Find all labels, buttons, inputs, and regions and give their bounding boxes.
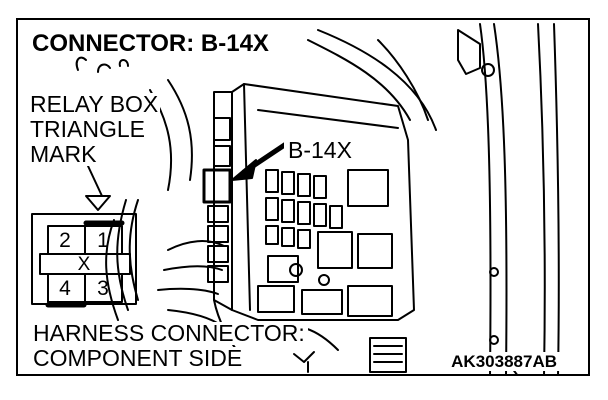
relay-box-label-line-2: TRIANGLE xyxy=(28,116,148,142)
relay-box-label-line-3: MARK xyxy=(28,141,99,167)
body-panel xyxy=(457,23,560,374)
pin-label-4: 4 xyxy=(59,277,71,300)
harness-wires xyxy=(75,29,437,351)
drawing-code: AK303887AB xyxy=(448,352,560,371)
connector-face xyxy=(31,213,137,308)
diagram-frame: CONNECTOR: B-14X RELAY BOX TRIANGLE MARK… xyxy=(16,18,590,376)
connector-title: CONNECTOR: B-14X xyxy=(30,32,273,56)
wire-mark xyxy=(293,351,315,373)
pin-label-2: 2 xyxy=(59,229,71,252)
relay-box-label-line-1: RELAY BOX xyxy=(28,91,161,117)
relay-box xyxy=(202,83,415,373)
harness-connector-label-line-1: HARNESS CONNECTOR: xyxy=(30,322,308,345)
relay-box-illustration xyxy=(31,23,560,374)
harness-connector-label-line-2: COMPONENT SIDE xyxy=(30,347,246,370)
pin-label-1: 1 xyxy=(97,229,109,252)
connector-callout-label: B-14X xyxy=(284,138,356,163)
connector-center-mark: X xyxy=(77,254,91,275)
pin-label-3: 3 xyxy=(97,277,109,300)
callout-arrow xyxy=(231,141,289,181)
triangle-mark-pointer xyxy=(85,165,111,211)
